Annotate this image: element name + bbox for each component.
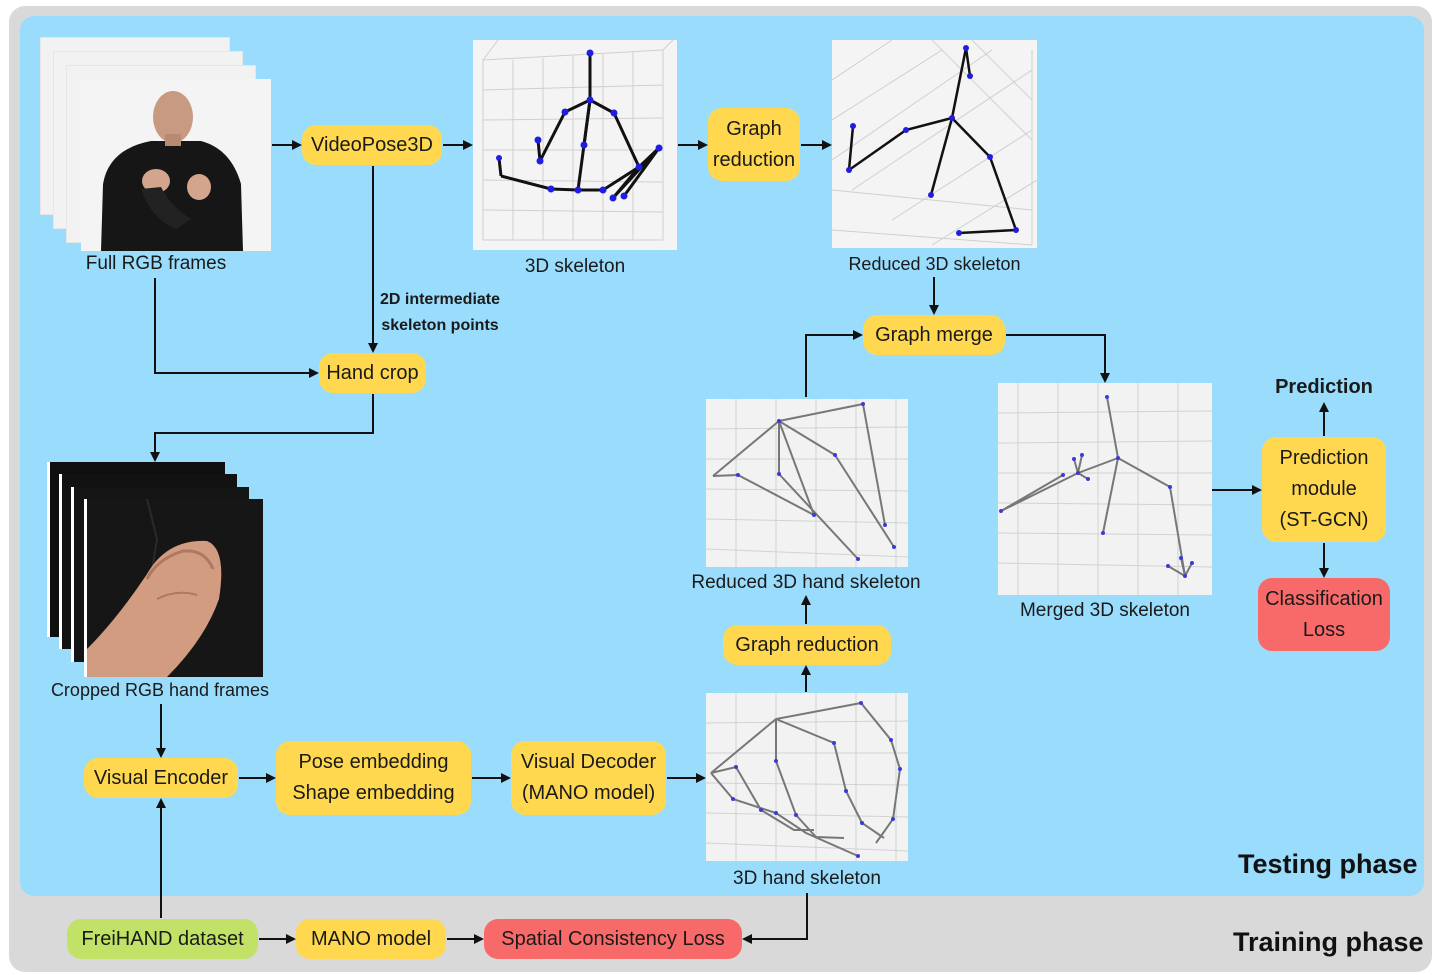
- cropped-hand-frames-label: Cropped RGB hand frames: [50, 680, 270, 700]
- reduced-skeleton-image: [832, 40, 1037, 248]
- classification-loss-node[interactable]: Classification Loss: [1258, 578, 1390, 651]
- graph-merge-node[interactable]: Graph merge: [863, 315, 1005, 355]
- intermediate-points-label: 2D intermediate skeleton points: [379, 291, 501, 334]
- prediction-label: Prediction: [1275, 376, 1373, 398]
- hand-crop-node[interactable]: Hand crop: [319, 353, 426, 393]
- reduced-hand-skeleton-image: [706, 399, 908, 567]
- hand-skeleton-image: [706, 693, 908, 861]
- videopose3d-node[interactable]: VideoPose3D: [302, 125, 442, 165]
- merged-skeleton-label: Merged 3D skeleton: [1019, 600, 1191, 621]
- embeddings-node[interactable]: Pose embedding Shape embedding: [276, 741, 471, 815]
- freihand-dataset-node[interactable]: FreiHAND dataset: [67, 919, 258, 959]
- skeleton-3d-image: [473, 40, 677, 250]
- training-phase-label: Training phase: [1233, 927, 1424, 957]
- visual-decoder-node[interactable]: Visual Decoder (MANO model): [511, 741, 666, 815]
- reduced-skeleton-label: Reduced 3D skeleton: [848, 254, 1021, 274]
- testing-phase-label: Testing phase: [1238, 849, 1418, 879]
- prediction-module-node[interactable]: Prediction module (ST-GCN): [1262, 437, 1386, 542]
- spatial-consistency-loss-node[interactable]: Spatial Consistency Loss: [484, 919, 742, 959]
- full-rgb-frames-label: Full RGB frames: [85, 253, 227, 274]
- hand-skeleton-label: 3D hand skeleton: [733, 868, 881, 889]
- mano-model-node[interactable]: MANO model: [296, 919, 446, 959]
- visual-encoder-node[interactable]: Visual Encoder: [84, 758, 238, 798]
- merged-skeleton-image: [998, 383, 1212, 595]
- graph-reduction-node[interactable]: Graph reduction: [708, 108, 800, 181]
- graph-reduction-hand-node[interactable]: Graph reduction: [723, 625, 891, 665]
- reduced-hand-skeleton-label: Reduced 3D hand skeleton: [691, 572, 921, 593]
- skeleton-3d-label: 3D skeleton: [524, 256, 626, 277]
